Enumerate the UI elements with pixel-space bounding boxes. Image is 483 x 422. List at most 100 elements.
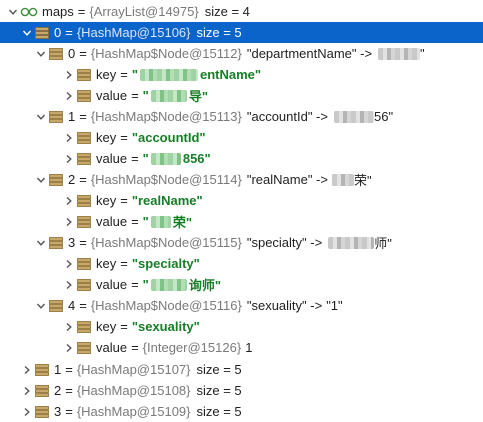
object-type: {HashMap@15109} (76, 404, 191, 419)
tree-row-node-0-value[interactable]: value = " 导" (0, 85, 483, 106)
tree-row-item-0[interactable]: 0 = {HashMap@15106} size = 5 (0, 22, 483, 43)
redacted-text (150, 89, 187, 102)
redacted-text (328, 236, 375, 249)
tree-row-node-1-key[interactable]: key = "accountId" (0, 127, 483, 148)
node-index: 1 (68, 109, 76, 124)
variable-name: maps (42, 4, 74, 19)
chevron-down-icon[interactable] (6, 1, 20, 22)
object-fields-icon (48, 236, 64, 250)
tree-row-node-1-value[interactable]: value = " 856" (0, 148, 483, 169)
chevron-right-icon[interactable] (20, 380, 34, 401)
item-index: 3 (54, 404, 62, 419)
chevron-down-icon[interactable] (34, 232, 48, 253)
tree-row-node-2[interactable]: 2 = {HashMap$Node@15114} "realName" -> 荣… (0, 169, 483, 190)
collection-size: size = 5 (196, 383, 242, 398)
object-fields-icon (34, 26, 50, 40)
item-index: 1 (54, 362, 62, 377)
entry-summary-tail: "1" (326, 298, 343, 313)
field-name: value (96, 277, 128, 292)
tree-row-node-3[interactable]: 3 = {HashMap$Node@15115} "specialty" -> … (0, 232, 483, 253)
tree-row-node-0-key[interactable]: key = " entName" (0, 64, 483, 85)
chevron-down-icon[interactable] (34, 43, 48, 64)
chevron-down-icon[interactable] (34, 295, 48, 316)
chevron-right-icon[interactable] (62, 316, 76, 337)
entry-summary-tail: " (420, 46, 425, 61)
object-type: {HashMap$Node@15113} (90, 109, 242, 124)
watch-glasses-icon (20, 5, 38, 19)
object-fields-icon (48, 299, 64, 313)
chevron-down-icon[interactable] (34, 106, 48, 127)
chevron-right-icon[interactable] (62, 85, 76, 106)
object-fields-icon (48, 173, 64, 187)
chevron-right-icon[interactable] (62, 274, 76, 295)
object-type: {HashMap@15108} (76, 383, 191, 398)
redacted-text (150, 152, 181, 165)
node-index: 3 (68, 235, 76, 250)
field-name: value (96, 214, 128, 229)
tree-row-node-3-value[interactable]: value = " 询师" (0, 274, 483, 295)
node-index: 0 (68, 46, 76, 61)
tree-row-node-3-key[interactable]: key = "specialty" (0, 253, 483, 274)
tree-row-node-4[interactable]: 4 = {HashMap$Node@15116} "sexuality" -> … (0, 295, 483, 316)
entry-summary-tail: 荣" (353, 173, 372, 188)
object-type: {HashMap$Node@15112} (90, 46, 242, 61)
tree-row-node-2-key[interactable]: key = "realName" (0, 190, 483, 211)
redacted-text (150, 215, 171, 228)
object-fields-icon (76, 257, 92, 271)
tree-row-node-0[interactable]: 0 = {HashMap$Node@15112} "departmentName… (0, 43, 483, 64)
field-string-value: 荣" (172, 215, 193, 230)
chevron-right-icon[interactable] (62, 253, 76, 274)
chevron-right-icon[interactable] (62, 127, 76, 148)
object-type: {HashMap@15106} (76, 25, 191, 40)
field-name: value (96, 151, 128, 166)
chevron-right-icon[interactable] (62, 211, 76, 232)
collection-size: size = 5 (196, 25, 242, 40)
chevron-right-icon[interactable] (20, 401, 34, 422)
field-string-value: entName" (200, 67, 262, 82)
object-type: {HashMap$Node@15114} (90, 172, 242, 187)
field-name: value (96, 88, 128, 103)
item-index: 2 (54, 383, 62, 398)
redacted-text (333, 110, 374, 123)
chevron-right-icon[interactable] (20, 359, 34, 380)
tree-row-node-2-value[interactable]: value = " 荣" (0, 211, 483, 232)
field-name: key (96, 256, 117, 271)
object-fields-icon (34, 384, 50, 398)
tree-row-node-1[interactable]: 1 = {HashMap$Node@15113} "accountId" -> … (0, 106, 483, 127)
field-string-value: 856" (182, 151, 211, 166)
equals-sign: = (77, 4, 86, 19)
object-fields-icon (48, 47, 64, 61)
object-fields-icon (76, 320, 92, 334)
node-index: 2 (68, 172, 76, 187)
chevron-right-icon[interactable] (62, 148, 76, 169)
field-name: value (96, 340, 128, 355)
tree-row-node-4-value[interactable]: value = {Integer@15126} 1 (0, 337, 483, 358)
field-string-value: "specialty" (131, 256, 200, 271)
tree-row-item-2[interactable]: 2 = {HashMap@15108} size = 5 (0, 380, 483, 401)
object-fields-icon (34, 405, 50, 419)
object-fields-icon (76, 89, 92, 103)
tree-row-item-1[interactable]: 1 = {HashMap@15107} size = 5 (0, 359, 483, 380)
chevron-right-icon[interactable] (62, 64, 76, 85)
chevron-right-icon[interactable] (62, 190, 76, 211)
tree-row-item-3[interactable]: 3 = {HashMap@15109} size = 5 (0, 401, 483, 422)
node-index: 4 (68, 298, 76, 313)
object-fields-icon (76, 215, 92, 229)
chevron-right-icon[interactable] (62, 337, 76, 358)
entry-summary-tail: 56" (373, 109, 394, 124)
entry-summary: "specialty" -> (246, 235, 323, 250)
tree-row-node-4-key[interactable]: key = "sexuality" (0, 316, 483, 337)
chevron-down-icon[interactable] (34, 169, 48, 190)
field-string-value: "realName" (131, 193, 203, 208)
field-string-value: "accountId" (131, 130, 206, 145)
chevron-down-icon[interactable] (20, 22, 34, 43)
redacted-text (331, 173, 354, 186)
field-name: key (96, 319, 117, 334)
collection-size: size = 5 (196, 362, 242, 377)
object-fields-icon (76, 278, 92, 292)
field-name: key (96, 193, 117, 208)
object-fields-icon (76, 131, 92, 145)
entry-summary: "accountId" -> (246, 109, 328, 124)
tree-row-maps[interactable]: maps = {ArrayList@14975} size = 4 (0, 1, 483, 22)
